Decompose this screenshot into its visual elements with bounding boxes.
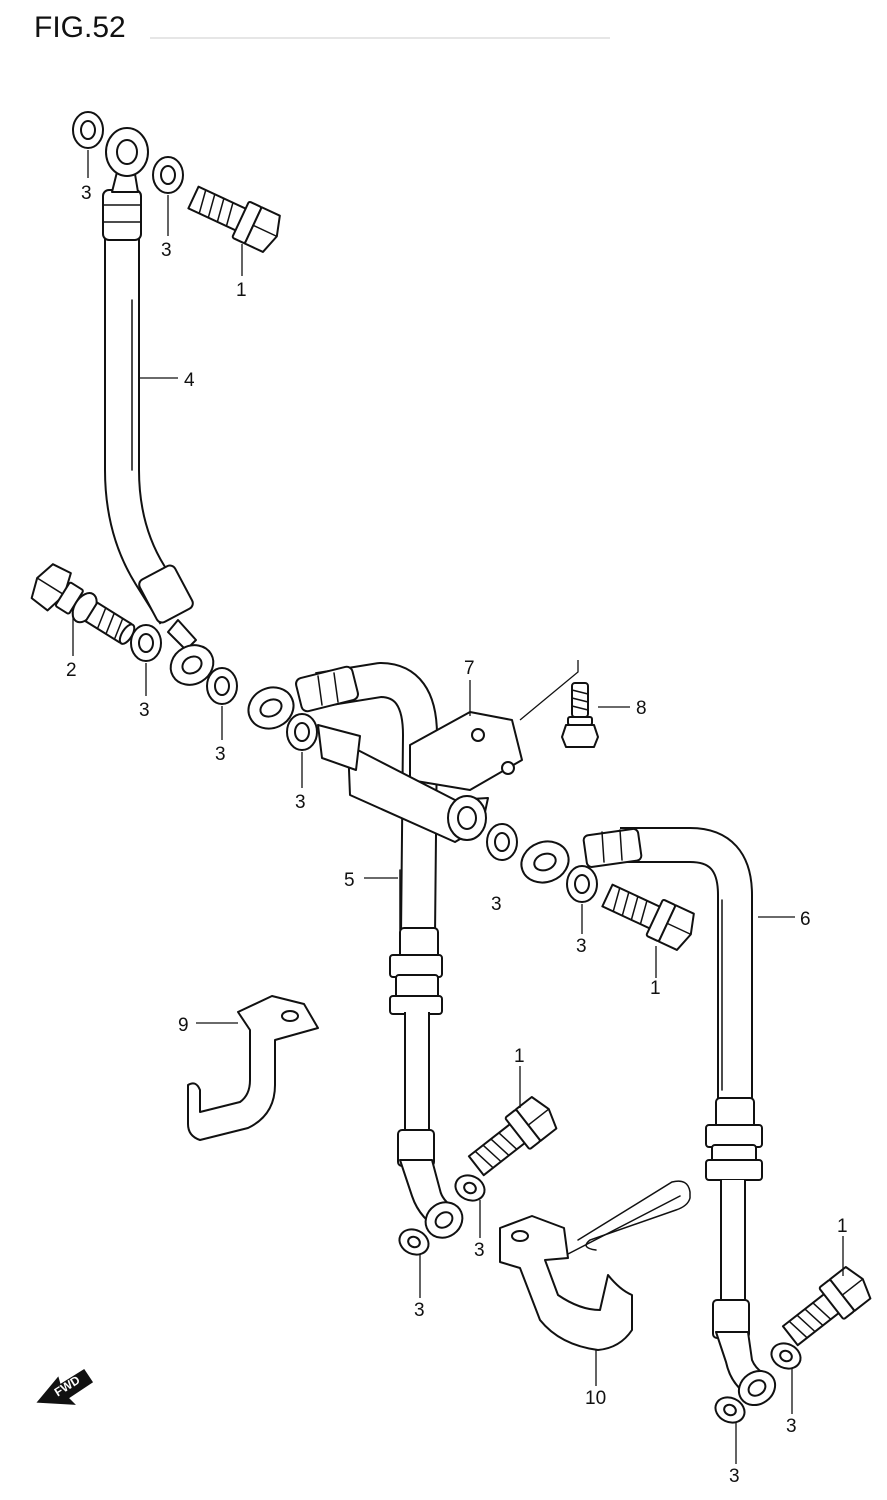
washer — [770, 1342, 802, 1370]
figure-title: FIG.52 — [34, 11, 126, 44]
callout-3: 3 — [576, 936, 587, 957]
leader-lines — [72, 150, 844, 1464]
callout-1: 1 — [236, 280, 247, 301]
washer — [130, 624, 162, 662]
washer — [454, 1174, 486, 1202]
hose-clamp-9 — [187, 995, 319, 1141]
union-bolt-1-top — [187, 185, 281, 253]
callout-3: 3 — [729, 1466, 740, 1487]
callout-3: 3 — [161, 240, 172, 261]
callout-1: 1 — [514, 1046, 525, 1067]
hose-clamp-10 — [499, 1180, 691, 1351]
callout-6: 6 — [800, 909, 811, 930]
brake-hose-5 — [247, 662, 464, 1239]
bolt-8 — [561, 682, 599, 748]
callout-2: 2 — [66, 660, 77, 681]
washer — [714, 1396, 746, 1424]
union-bolt-1-lower — [467, 1096, 558, 1177]
callout-3: 3 — [295, 792, 306, 813]
union-bolt-1-mid — [601, 883, 695, 951]
callout-3: 3 — [414, 1300, 425, 1321]
callout-1: 1 — [650, 978, 661, 999]
callout-3: 3 — [474, 1240, 485, 1261]
callout-5: 5 — [344, 870, 355, 891]
washer — [566, 865, 598, 903]
callout-3: 3 — [491, 894, 502, 915]
forward-direction-arrow: FWD — [36, 1368, 94, 1405]
brake-hose-6 — [520, 827, 777, 1407]
callout-9: 9 — [178, 1015, 189, 1036]
callout-8: 8 — [636, 698, 647, 719]
washer — [486, 823, 518, 861]
brake-hose-joint-7 — [317, 711, 523, 843]
union-bolt-1-right — [781, 1266, 872, 1347]
washer — [398, 1228, 430, 1256]
callout-3: 3 — [215, 744, 226, 765]
callout-3: 3 — [786, 1416, 797, 1437]
callout-labels: 3 3 1 4 2 3 3 7 8 3 5 3 3 1 6 9 1 3 3 10… — [66, 183, 848, 1487]
callout-7: 7 — [464, 658, 475, 679]
washer — [286, 713, 318, 751]
washer — [206, 667, 238, 705]
callout-3: 3 — [139, 700, 150, 721]
callout-1: 1 — [837, 1216, 848, 1237]
callout-10: 10 — [585, 1388, 606, 1409]
washer — [152, 156, 184, 194]
brake-hose-4 — [102, 127, 215, 686]
washers — [72, 111, 802, 1424]
callout-3: 3 — [81, 183, 92, 204]
union-bolt-2 — [30, 563, 136, 645]
washer — [72, 111, 104, 149]
callout-4: 4 — [184, 370, 195, 391]
